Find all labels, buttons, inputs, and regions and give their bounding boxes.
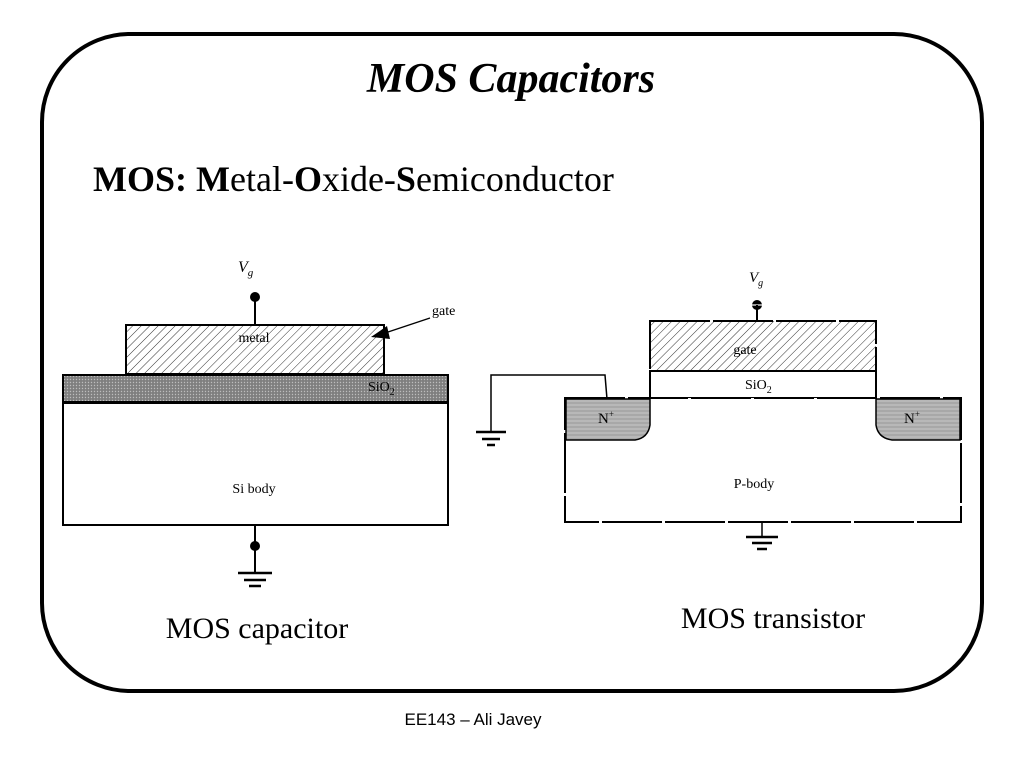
subtitle-heading: MOS: Metal-Oxide-Semiconductor — [93, 159, 614, 199]
cap-oxide-label: SiO2 — [368, 380, 395, 398]
tr-gate-layer — [649, 320, 877, 372]
mos-transistor-diagram: Vg gate SiO2 P-body N+ N+ — [476, 270, 962, 635]
heading-s: S — [396, 159, 416, 199]
tr-source-wire — [490, 374, 608, 432]
slide-title: MOS Capacitors — [366, 56, 655, 102]
heading-o: O — [294, 159, 322, 199]
tr-source-ground-icon — [476, 430, 506, 447]
cap-gate-arrow-line — [384, 317, 431, 334]
heading-m: M — [196, 159, 230, 199]
cap-si-body — [62, 402, 449, 526]
cap-vg-label: Vg — [238, 259, 254, 279]
cap-body-label: Si body — [232, 482, 275, 497]
slide-footer: EE143 – Ali Javey — [404, 710, 542, 729]
heading-emiconductor: emiconductor — [416, 159, 614, 199]
cap-caption: MOS capacitor — [166, 612, 348, 645]
cap-metal-layer — [125, 324, 385, 375]
cap-body-terminal — [250, 541, 260, 551]
tr-body-label: P-body — [734, 477, 774, 492]
tr-drain-label: N+ — [904, 409, 920, 427]
slide-frame — [40, 32, 984, 693]
tr-vg-label: Vg — [749, 270, 763, 289]
cap-metal-label: metal — [238, 331, 269, 346]
heading-xide: xide- — [322, 159, 396, 199]
heading-etal: etal- — [230, 159, 294, 199]
tr-source-label: N+ — [598, 409, 614, 427]
tr-body-ground-icon — [746, 535, 778, 551]
heading-prefix: MOS: — [93, 159, 187, 199]
mos-capacitor-diagram: Vg metal gate SiO2 Si body MOS capacitor — [62, 259, 455, 645]
tr-gate-label: gate — [733, 343, 756, 358]
cap-ground-icon — [238, 571, 272, 588]
tr-caption: MOS transistor — [681, 602, 865, 635]
tr-oxide-label: SiO2 — [745, 378, 772, 396]
tr-source-region — [565, 398, 651, 441]
cap-gate-label: gate — [432, 304, 455, 319]
cap-gate-arrowhead — [371, 326, 390, 339]
tr-drain-region — [875, 398, 961, 441]
tr-oxide-layer — [649, 370, 877, 399]
